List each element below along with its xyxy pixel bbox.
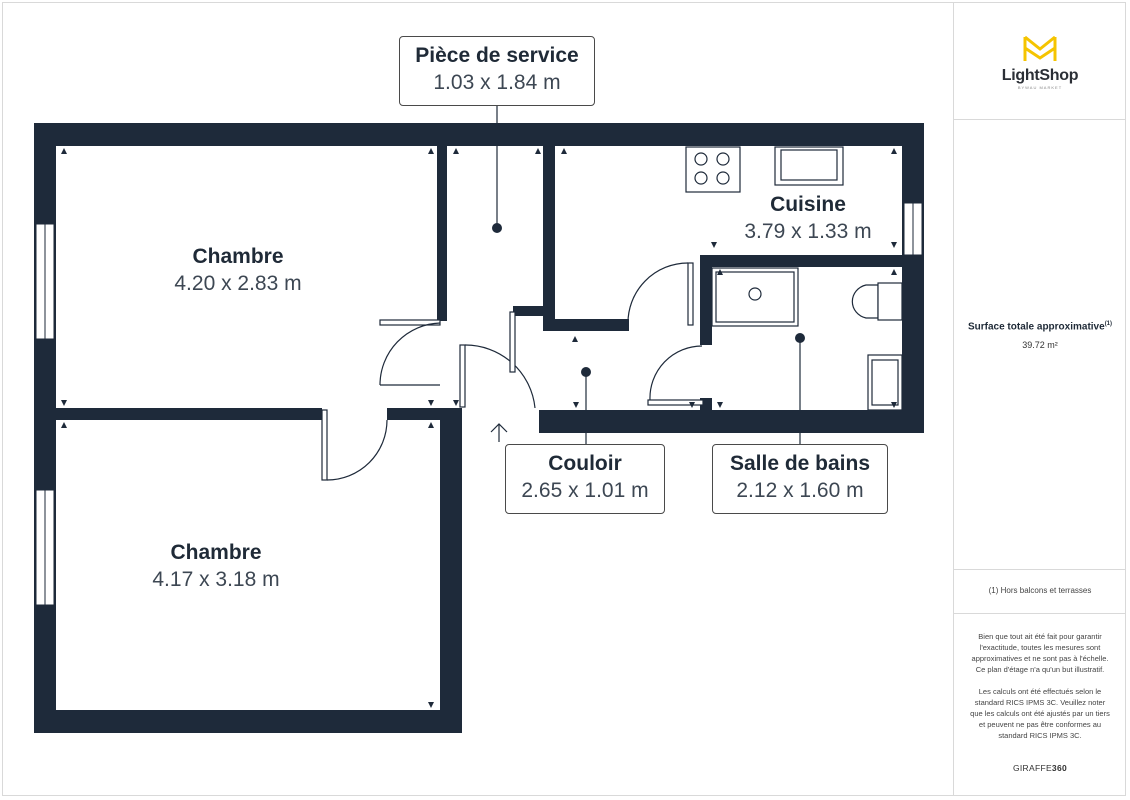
room-name: Salle de bains [729, 452, 871, 475]
disclaimer-section: Bien que tout ait été fait pour garantir… [954, 613, 1126, 795]
logo-brand: LightShop [1001, 67, 1079, 84]
room-dimensions: 1.03 x 1.84 m [433, 71, 561, 94]
room-name: Chambre [170, 541, 262, 564]
sidebar: LightShop BYWAU MARKET Surface totale ap… [953, 3, 1126, 795]
dimension-ticks [61, 148, 897, 708]
surface-title: Surface totale approximative(1) [967, 321, 1113, 333]
room-dimensions: 4.17 x 3.18 m [152, 568, 280, 591]
surface-section: Surface totale approximative(1) 39.72 m² [954, 119, 1126, 570]
label-chambre-bas: Chambre 4.17 x 3.18 m [106, 540, 326, 594]
floor-plan [34, 106, 924, 733]
label-piece-de-service: Pièce de service 1.03 x 1.84 m [399, 36, 595, 106]
disclaimer-1: Bien que tout ait été fait pour garantir… [971, 632, 1109, 674]
kitchen-fixtures [685, 146, 903, 411]
footnote-section: (1) Hors balcons et terrasses [954, 569, 1126, 614]
footnote: (1) Hors balcons et terrasses [988, 586, 1092, 595]
room-dimensions: 2.65 x 1.01 m [521, 479, 649, 502]
room-name: Chambre [192, 245, 284, 268]
giraffe360-credit: GIRAFFE360 [1012, 763, 1068, 773]
logo-tagline: BYWAU MARKET [1017, 85, 1063, 90]
room-name: Pièce de service [415, 44, 579, 67]
logo-section: LightShop BYWAU MARKET [954, 3, 1126, 120]
lightshop-logo: LightShop BYWAU MARKET [954, 67, 1126, 90]
window-panes [44, 203, 914, 605]
label-chambre-haut: Chambre 4.20 x 2.83 m [128, 244, 348, 298]
label-cuisine: Cuisine 3.79 x 1.33 m [698, 192, 918, 246]
lightshop-logo-icon [1023, 35, 1057, 61]
room-dimensions: 2.12 x 1.60 m [736, 479, 864, 502]
leader-lines [496, 106, 801, 445]
doors [321, 262, 704, 481]
room-name: Couloir [548, 452, 622, 475]
room-dimensions: 3.79 x 1.33 m [744, 220, 872, 243]
room-markers [492, 223, 805, 377]
disclaimer-2: Les calculs ont été effectués selon le s… [970, 687, 1110, 740]
room-name: Cuisine [770, 193, 846, 216]
label-couloir: Couloir 2.65 x 1.01 m [505, 444, 665, 514]
room-dimensions: 4.20 x 2.83 m [174, 272, 302, 295]
entrance-arrow-icon [490, 423, 508, 442]
label-salle-de-bains: Salle de bains 2.12 x 1.60 m [712, 444, 888, 514]
surface-value: 39.72 m² [1022, 340, 1058, 351]
